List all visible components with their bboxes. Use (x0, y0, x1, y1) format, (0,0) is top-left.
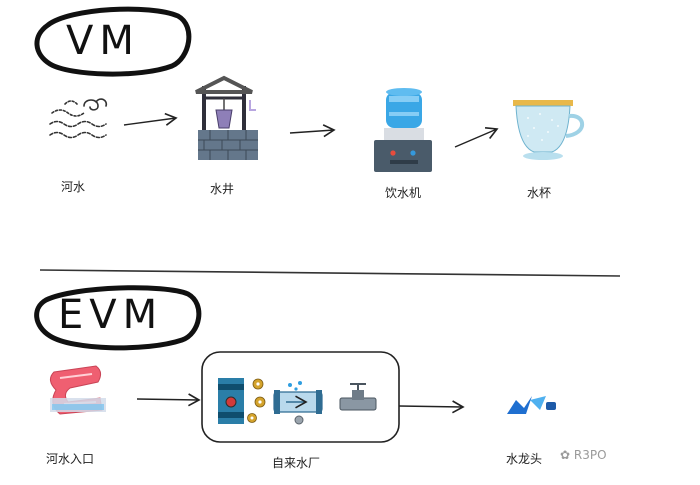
teacup-icon (513, 100, 585, 160)
evm-arrow-1 (136, 393, 201, 407)
faucet-icon (507, 396, 556, 414)
water-plant-box (201, 351, 400, 443)
section-divider (39, 269, 621, 277)
vm-title: VM (66, 18, 140, 64)
step-label-cup: 水杯 (527, 186, 552, 200)
water-dispenser-icon (374, 88, 432, 172)
watermark-text: R3PO (573, 448, 607, 462)
evm-title: EVM (58, 292, 164, 338)
vm-arrow-1 (123, 112, 178, 126)
step-label-water-plant: 自来水厂 (272, 456, 321, 470)
watermark: ✿ R3PO (560, 448, 607, 462)
step-label-dispenser: 饮水机 (385, 186, 422, 200)
water-slide-icon (50, 365, 106, 415)
river-waves-icon (49, 98, 108, 139)
vm-title-circle (34, 6, 192, 77)
water-plant-icon (218, 378, 377, 425)
evm-arrow-2 (398, 400, 465, 414)
vm-arrow-3 (454, 126, 499, 148)
step-label-river-inlet: 河水入口 (46, 452, 95, 466)
step-label-river: 河水 (61, 180, 86, 194)
evm-title-circle (34, 285, 202, 351)
vm-arrow-2 (289, 124, 336, 138)
step-label-well: 水井 (210, 182, 235, 196)
water-well-icon (195, 75, 258, 160)
wechat-logo-icon: ✿ (560, 448, 571, 462)
step-label-faucet: 水龙头 (506, 452, 543, 466)
